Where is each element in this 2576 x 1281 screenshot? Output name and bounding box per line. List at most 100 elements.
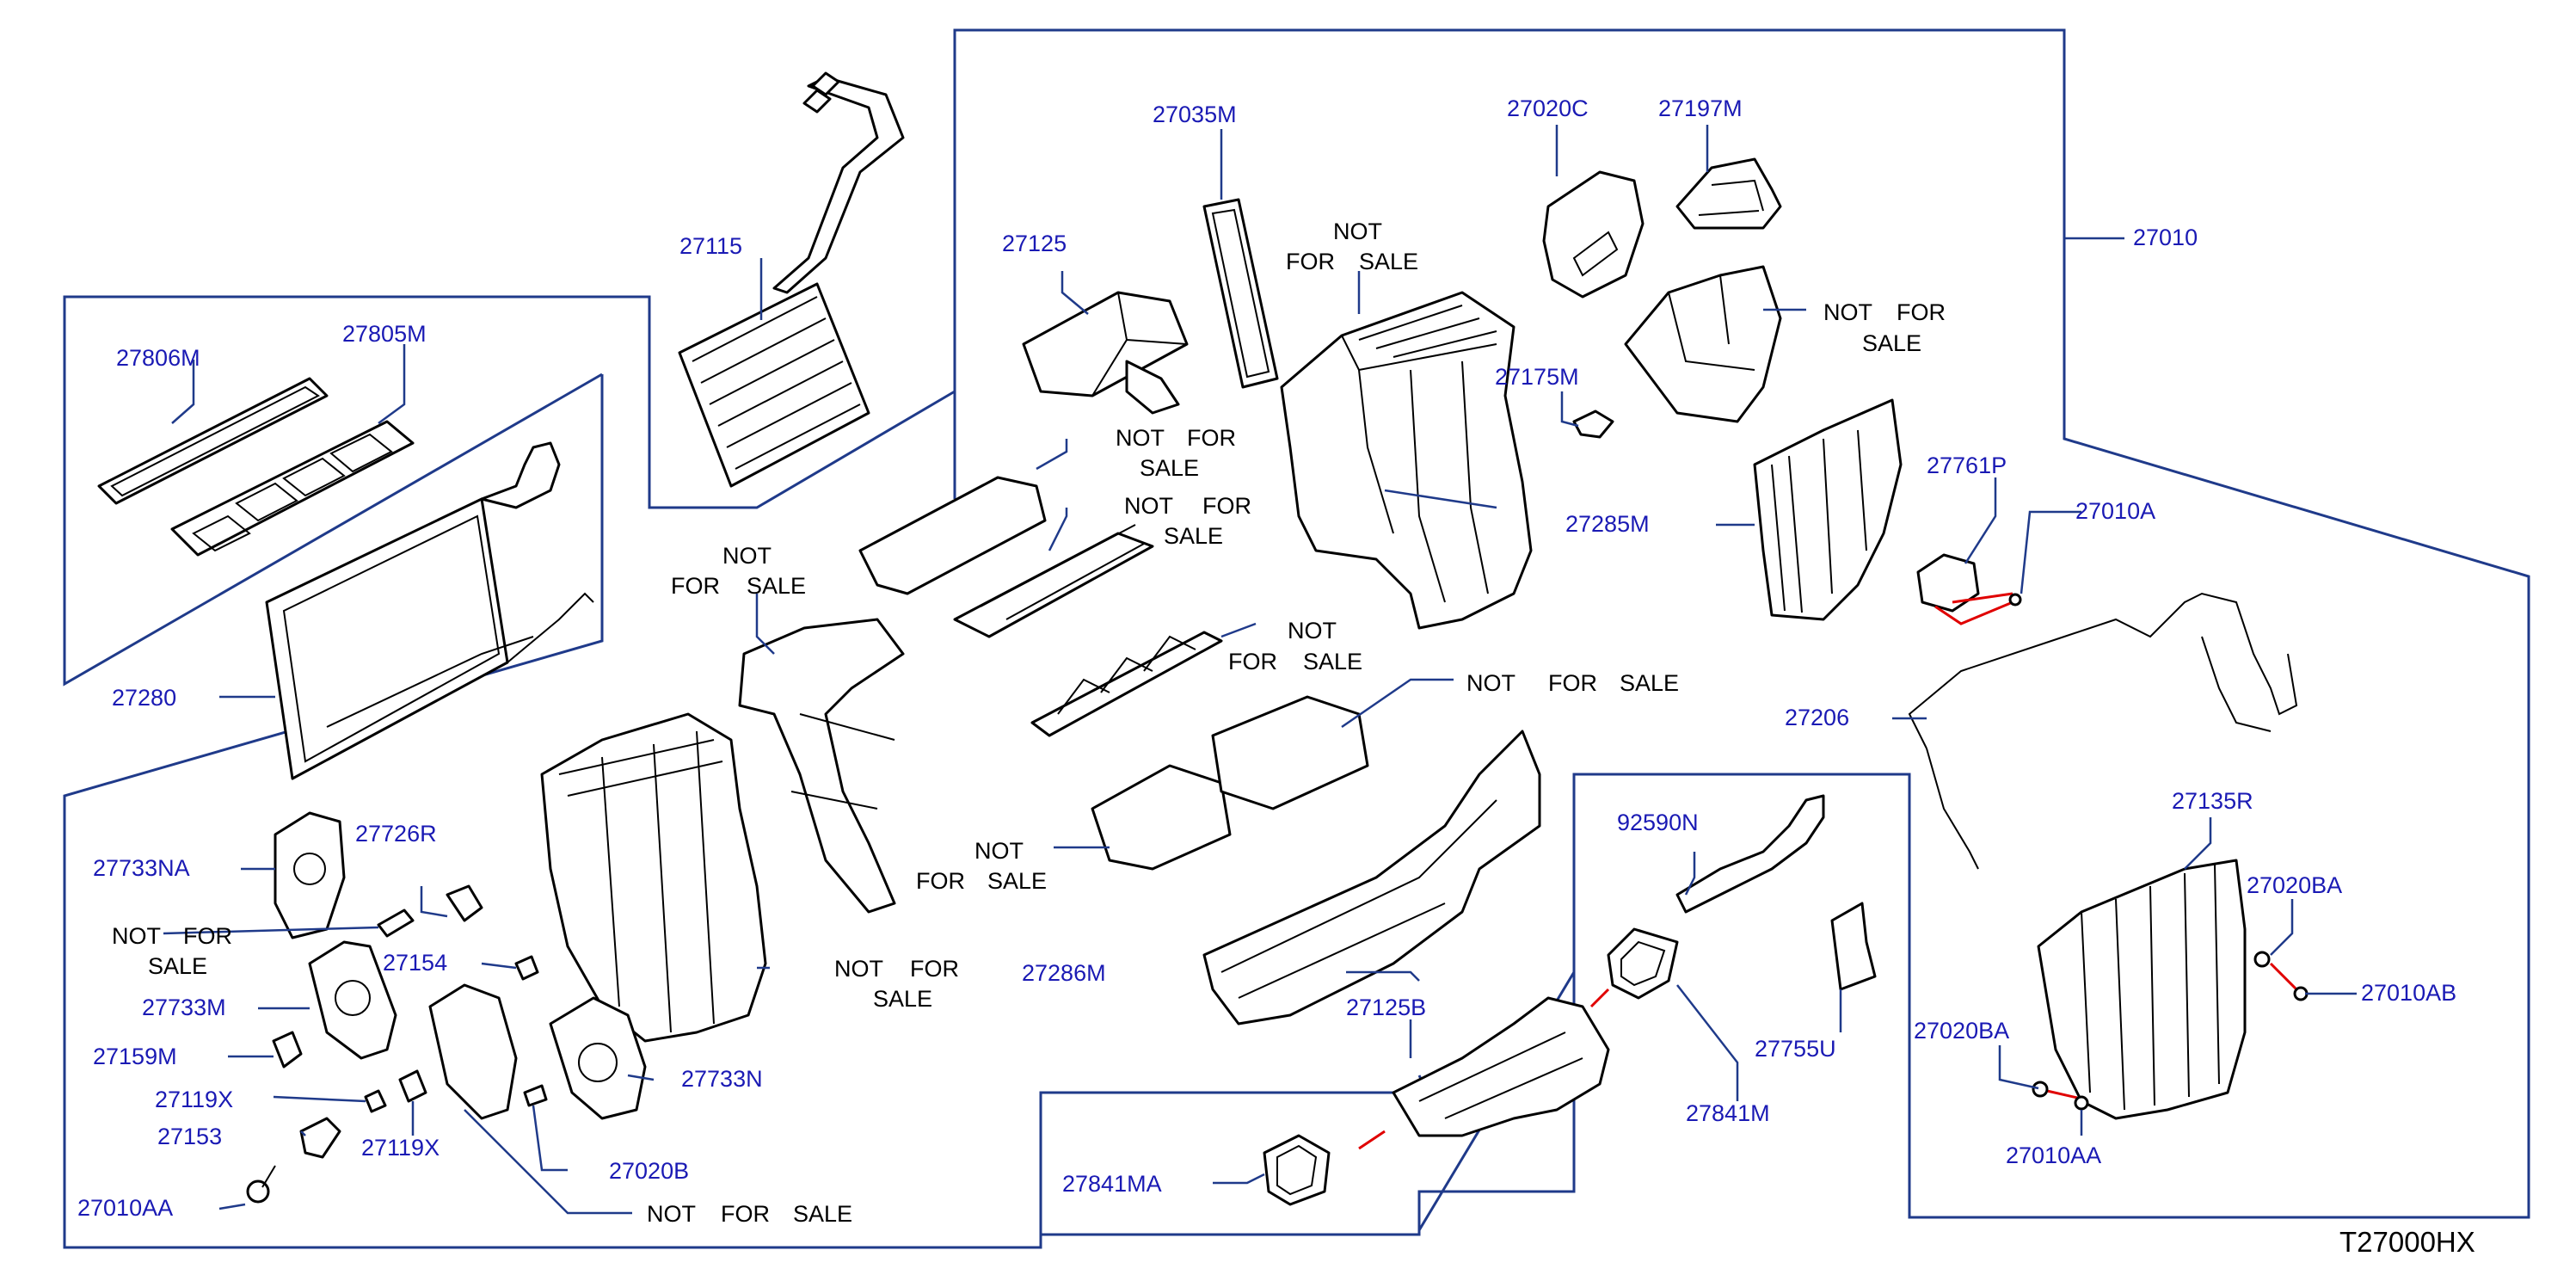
label-27020B[interactable]: 27020B	[609, 1158, 689, 1184]
filter-27035M	[1202, 198, 1279, 389]
nfs-connector: NOT FOR SALE	[112, 923, 232, 979]
label-27175M[interactable]: 27175M	[1495, 364, 1579, 390]
label-27119X-b[interactable]: 27119X	[361, 1135, 440, 1161]
label-27153[interactable]: 27153	[157, 1124, 222, 1149]
label-27119X-a[interactable]: 27119X	[155, 1087, 233, 1112]
svg-text:SALE: SALE	[1164, 523, 1223, 549]
svg-text:SALE: SALE	[148, 953, 207, 979]
label-27285M[interactable]: 27285M	[1565, 511, 1650, 537]
label-27761P[interactable]: 27761P	[1927, 453, 2007, 478]
label-27755U[interactable]: 27755U	[1755, 1036, 1836, 1062]
nfs-damper-lower: NOT FOR SALE	[916, 838, 1047, 894]
svg-text:FOR: FOR	[1228, 649, 1277, 674]
label-27805M[interactable]: 27805M	[342, 321, 427, 347]
svg-text:SALE: SALE	[873, 986, 932, 1012]
nfs-defrost-duct: NOT FOR SALE	[671, 543, 806, 599]
floor-duct-27286M	[1202, 730, 1541, 1025]
svg-text:SALE: SALE	[747, 573, 806, 599]
svg-text:SALE: SALE	[1140, 455, 1199, 481]
svg-text:FOR: FOR	[1548, 670, 1597, 696]
svg-text:SALE: SALE	[987, 868, 1047, 894]
label-27841M[interactable]: 27841M	[1686, 1100, 1770, 1126]
svg-text:NOT: NOT	[1288, 618, 1337, 644]
label-27733M[interactable]: 27733M	[142, 995, 226, 1020]
label-27159M[interactable]: 27159M	[93, 1044, 177, 1069]
gasket-27806M	[97, 377, 329, 505]
connector-nfs	[377, 908, 415, 938]
part-labels: 27115 27125 27035M 27020C 27197M 27010 2…	[77, 95, 2456, 1221]
label-27010AA-a[interactable]: 27010AA	[77, 1195, 173, 1221]
label-92590N[interactable]: 92590N	[1617, 810, 1699, 835]
label-27125[interactable]: 27125	[1002, 231, 1067, 256]
gasket-27841M	[1607, 927, 1679, 1000]
label-27010A[interactable]: 27010A	[2075, 498, 2155, 524]
svg-text:NOT: NOT	[647, 1201, 696, 1227]
left-heater-housing	[540, 712, 767, 1043]
svg-text:NOT: NOT	[834, 956, 883, 982]
label-27020BA-b[interactable]: 27020BA	[1914, 1018, 2009, 1044]
svg-text:FOR: FOR	[1187, 425, 1236, 451]
svg-text:SALE: SALE	[1303, 649, 1362, 674]
nfs-damper-pair: NOT FOR SALE	[1466, 670, 1679, 696]
clip-27175M	[1572, 410, 1614, 439]
svg-text:FOR: FOR	[916, 868, 965, 894]
svg-text:FOR: FOR	[183, 923, 232, 949]
svg-text:NOT: NOT	[974, 838, 1024, 864]
gasket-27841MA	[1263, 1134, 1331, 1206]
nfs-damper-3: NOT FOR SALE	[1228, 618, 1362, 674]
label-27010AB[interactable]: 27010AB	[2361, 980, 2456, 1006]
clip-27119X-b	[398, 1069, 427, 1103]
group-frames	[63, 28, 2530, 1249]
label-27206[interactable]: 27206	[1785, 705, 1849, 730]
label-27020C[interactable]: 27020C	[1507, 95, 1589, 121]
nfs-damper-2: NOT FOR SALE	[1124, 493, 1251, 549]
svg-text:NOT: NOT	[1124, 493, 1173, 519]
label-27733N[interactable]: 27733N	[681, 1066, 763, 1092]
svg-text:SALE: SALE	[1359, 249, 1418, 274]
actuator-27197M	[1675, 157, 1782, 230]
parts-artwork	[97, 71, 2309, 1206]
label-27020BA-a[interactable]: 27020BA	[2247, 872, 2342, 898]
label-27135R[interactable]: 27135R	[2172, 788, 2253, 814]
nfs-damper-1: NOT FOR SALE	[1116, 425, 1236, 481]
svg-text:SALE: SALE	[1620, 670, 1679, 696]
frame-27115-group	[63, 295, 956, 687]
label-27035M[interactable]: 27035M	[1153, 102, 1237, 127]
housing-27285M	[1753, 398, 1903, 621]
svg-text:FOR: FOR	[1286, 249, 1335, 274]
label-27115[interactable]: 27115	[679, 233, 742, 259]
blower-duct-part	[1624, 265, 1782, 423]
label-27154[interactable]: 27154	[383, 950, 447, 976]
bolt-27010AA-left	[246, 1165, 276, 1204]
svg-text:FOR: FOR	[1202, 493, 1251, 519]
actuator-27733NA	[274, 811, 346, 939]
pad-27020C	[1542, 170, 1645, 299]
actuator-27733M	[308, 940, 397, 1060]
label-27010[interactable]: 27010	[2133, 225, 2198, 250]
label-27010AA-b[interactable]: 27010AA	[2006, 1142, 2101, 1168]
svg-text:FOR: FOR	[1897, 299, 1946, 325]
label-27733NA[interactable]: 27733NA	[93, 855, 190, 881]
label-27841MA[interactable]: 27841MA	[1062, 1171, 1162, 1197]
nfs-blower-part: NOT FOR SALE	[1823, 299, 1946, 356]
label-27286M[interactable]: 27286M	[1022, 960, 1106, 986]
label-27125B[interactable]: 27125B	[1346, 995, 1426, 1020]
label-27806M[interactable]: 27806M	[116, 345, 200, 371]
harness-27206	[1908, 592, 2298, 870]
label-27726R[interactable]: 27726R	[355, 821, 437, 847]
leader-lines	[163, 125, 2357, 1215]
nfs-upper-housing: NOT FOR SALE	[1286, 219, 1418, 274]
plate-nfs	[428, 983, 518, 1120]
svg-text:SALE: SALE	[1862, 330, 1921, 356]
svg-text:FOR: FOR	[910, 956, 959, 982]
duct-27125B	[1358, 988, 1610, 1150]
label-27280[interactable]: 27280	[112, 685, 176, 711]
actuator-27733N	[549, 996, 647, 1120]
svg-text:FOR: FOR	[671, 573, 720, 599]
gasket-27805M	[170, 420, 415, 557]
screws-right	[2032, 951, 2309, 1111]
label-27197M[interactable]: 27197M	[1658, 95, 1743, 121]
resistor-27761P	[1916, 553, 2022, 625]
bracket-27755U	[1830, 902, 1877, 991]
